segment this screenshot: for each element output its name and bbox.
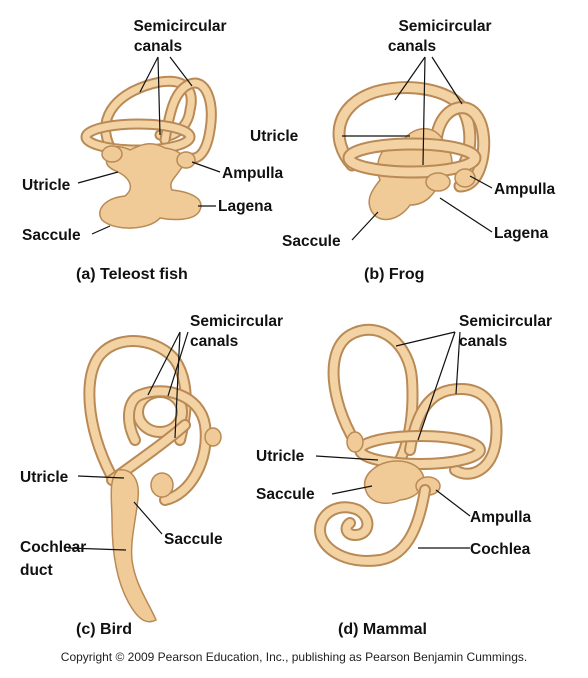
caption-d: (d) Mammal xyxy=(338,621,427,638)
panel-d-illustration xyxy=(314,323,503,567)
label-saccule-a: Saccule xyxy=(22,227,81,244)
label-semicircular-canals-c-2: canals xyxy=(190,333,238,350)
label-semicircular-canals-b-2: canals xyxy=(388,38,436,55)
label-ampulla-b: Ampulla xyxy=(494,181,556,198)
caption-a: (a) Teleost fish xyxy=(76,266,188,283)
panel-a-teleost-fish: Semicircular canals Ampulla Utricle Lage… xyxy=(22,18,284,283)
label-saccule-b: Saccule xyxy=(282,233,341,250)
panel-c-bird: Semicircular canals Utricle Saccule Coch… xyxy=(20,313,283,638)
label-semicircular-canals-b: Semicircular xyxy=(398,18,491,35)
label-cochlear-duct-c: Cochlear xyxy=(20,539,86,556)
panel-b-illustration xyxy=(332,81,491,221)
label-semicircular-canals-a-2: canals xyxy=(134,38,182,55)
label-cochlear-duct-c-2: duct xyxy=(20,562,53,579)
label-utricle-c: Utricle xyxy=(20,469,69,486)
label-saccule-d: Saccule xyxy=(256,486,315,503)
label-semicircular-canals-c: Semicircular xyxy=(190,313,283,330)
label-cochlea-d: Cochlea xyxy=(470,541,531,558)
label-semicircular-canals-a: Semicircular xyxy=(133,18,226,35)
label-utricle-a: Utricle xyxy=(22,177,71,194)
label-utricle-d: Utricle xyxy=(256,448,305,465)
label-semicircular-canals-d: Semicircular xyxy=(459,313,552,330)
panel-a-illustration xyxy=(80,75,217,229)
label-ampulla-a: Ampulla xyxy=(222,165,284,182)
panel-b-frog: Semicircular canals Utricle Ampulla Lage… xyxy=(250,18,556,283)
panel-d-mammal: Semicircular canals Utricle Saccule Ampu… xyxy=(256,313,552,638)
copyright-notice: Copyright © 2009 Pearson Education, Inc.… xyxy=(60,650,528,664)
label-saccule-c: Saccule xyxy=(164,531,223,548)
label-ampulla-d: Ampulla xyxy=(470,509,532,526)
caption-c: (c) Bird xyxy=(76,621,132,638)
label-utricle-b: Utricle xyxy=(250,128,299,145)
caption-b: (b) Frog xyxy=(364,266,424,283)
label-lagena-a: Lagena xyxy=(218,198,273,215)
panel-c-illustration xyxy=(83,335,222,623)
label-semicircular-canals-d-2: canals xyxy=(459,333,507,350)
label-lagena-b: Lagena xyxy=(494,225,549,242)
